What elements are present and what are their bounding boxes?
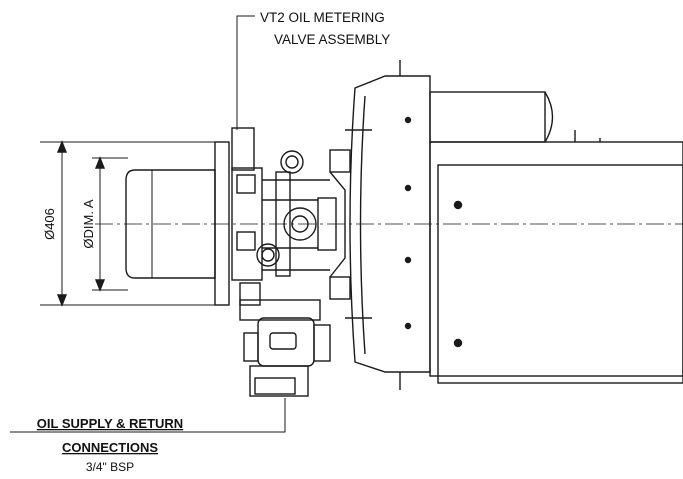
valve-assembly <box>231 127 351 306</box>
burner-housing <box>345 60 431 390</box>
supply-callout-line3: 3/4" BSP <box>86 460 134 474</box>
leader-supply <box>10 398 286 433</box>
fan-housing <box>429 141 683 384</box>
supply-callout-line2: CONNECTIONS <box>62 440 158 455</box>
valve-callout-line1: VT2 OIL METERING <box>260 10 385 25</box>
oil-pump <box>239 299 331 397</box>
supply-callout-line1: OIL SUPPLY & RETURN <box>37 416 183 431</box>
blast-tube <box>125 169 216 279</box>
mounting-flange <box>214 141 230 306</box>
leader-valve <box>236 15 255 130</box>
motor <box>429 91 601 143</box>
dimension-outer-diameter <box>40 140 215 307</box>
outer-diameter-label: Ø406 <box>42 208 57 240</box>
inner-diameter-label: ØDIM. A <box>81 199 96 248</box>
valve-callout-line2: VALVE ASSEMBLY <box>274 32 390 47</box>
